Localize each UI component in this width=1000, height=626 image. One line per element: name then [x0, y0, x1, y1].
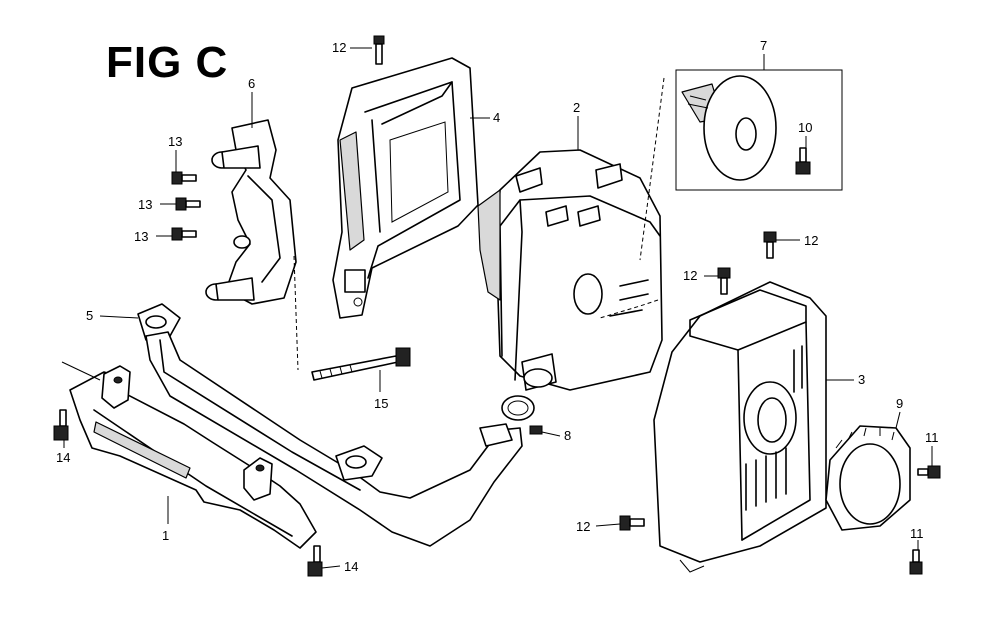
callout-14-a: 14 [56, 450, 70, 465]
callout-10: 10 [798, 120, 812, 135]
part-3-muffler-protector [653, 281, 827, 573]
bolt-12-top [373, 35, 385, 65]
part-1-support [69, 365, 317, 549]
bolt-13-b [175, 197, 201, 211]
bolt-14-bottom [307, 545, 323, 577]
bolt-12-right-top [763, 231, 777, 259]
callout-5: 5 [86, 308, 93, 323]
callout-12-a: 12 [332, 40, 346, 55]
callout-7: 7 [760, 38, 767, 53]
bolt-11-a [917, 465, 941, 479]
bolt-12-right-mid [717, 267, 731, 295]
bolt-13-a [171, 171, 197, 185]
callout-12-b: 12 [804, 233, 818, 248]
part-8-clamp [501, 395, 543, 435]
bolt-11-b [909, 549, 923, 575]
callout-11-a: 11 [925, 430, 939, 445]
callout-4: 4 [493, 110, 500, 125]
callout-9: 9 [896, 396, 903, 411]
callout-1: 1 [162, 528, 169, 543]
part-2-muffler [477, 149, 663, 391]
callout-13-a: 13 [168, 134, 182, 149]
leader-lines [61, 47, 933, 569]
bolt-13-c [171, 227, 197, 241]
callout-14-b: 14 [344, 559, 358, 574]
bolt-14-left [53, 409, 69, 441]
part-6-bracket [205, 119, 297, 305]
callout-12-d: 12 [576, 519, 590, 534]
ref-line-6 [293, 255, 299, 371]
part-9-cap [825, 425, 911, 531]
callout-12-c: 12 [683, 268, 697, 283]
callout-2: 2 [573, 100, 580, 115]
callout-3: 3 [858, 372, 865, 387]
callout-11-b: 11 [910, 526, 924, 541]
callout-13-c: 13 [134, 229, 148, 244]
callout-8: 8 [564, 428, 571, 443]
part-5-exhaust-pipe [137, 303, 523, 547]
part-15-long-bolt [311, 347, 411, 381]
callout-15: 15 [374, 396, 388, 411]
callout-6: 6 [248, 76, 255, 91]
bolt-12-right-bot [619, 515, 645, 531]
part-7-spark-screen [675, 69, 843, 191]
callout-13-b: 13 [138, 197, 152, 212]
screw-10 [795, 147, 811, 175]
ref-line-7 [639, 77, 665, 261]
part-4-inner-cover [332, 57, 479, 319]
figure-title: FIG C [106, 38, 229, 87]
